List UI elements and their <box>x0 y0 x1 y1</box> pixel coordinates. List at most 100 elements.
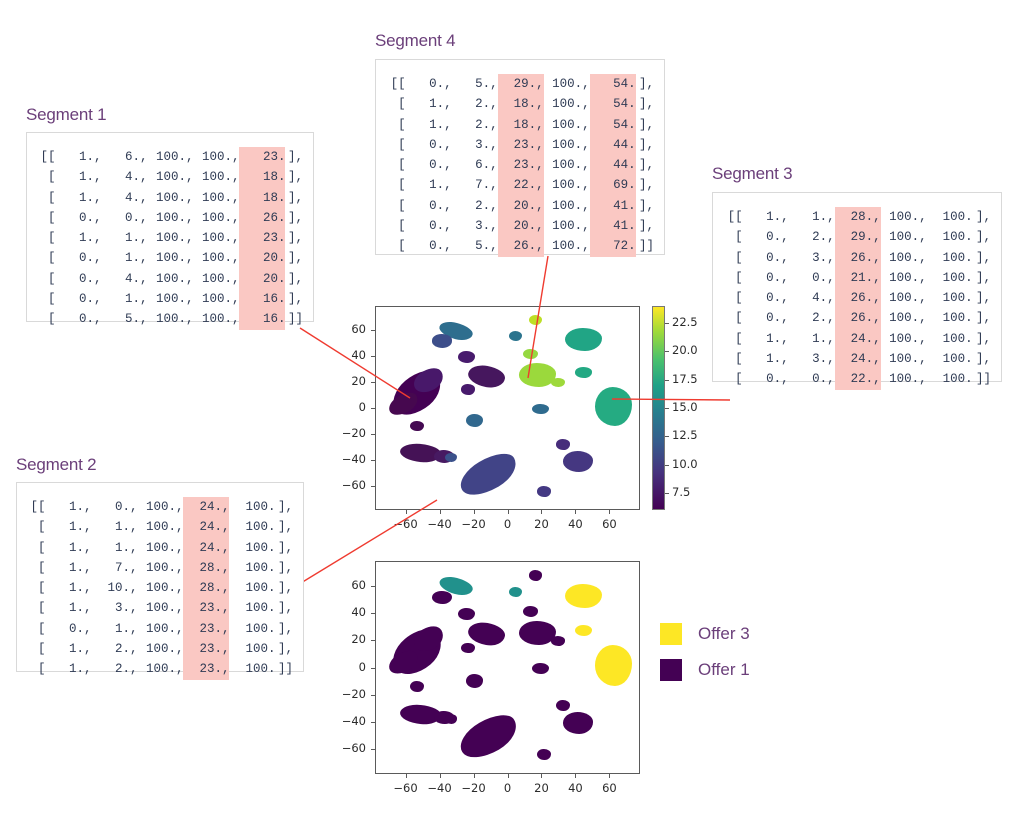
matrix-cell: 100., <box>201 190 240 205</box>
matrix-cell: 3., <box>114 601 138 616</box>
matrix-cell-highlighted: 44. <box>589 155 636 176</box>
y-tick-mark <box>371 585 375 587</box>
matrix-cell-highlighted: 41. <box>589 195 636 217</box>
matrix-cell: 1., <box>68 500 92 514</box>
matrix-cell: 5., <box>475 77 498 91</box>
matrix-cell-highlighted: 20., <box>497 216 544 237</box>
x-tick-label: 60 <box>602 781 617 795</box>
matrix-cell: 100., <box>552 239 590 254</box>
colorbar-tick-mark <box>665 408 669 409</box>
cluster-blob <box>444 452 457 462</box>
cluster-blob <box>562 712 594 735</box>
matrix-cell: 2., <box>812 230 835 245</box>
table-row: [1.,3.,100.,23.,100.], <box>27 598 293 619</box>
x-tick-label: −60 <box>393 781 418 795</box>
matrix-cell-highlighted: 23. <box>239 147 286 168</box>
y-tick-mark <box>371 460 375 462</box>
x-tick-mark <box>609 510 611 514</box>
y-tick-label: −40 <box>341 452 366 467</box>
row-open-bracket: [ <box>30 642 46 657</box>
y-tick-label: −40 <box>341 714 366 729</box>
matrix-cell: 1., <box>429 97 452 112</box>
segment-1-title: Segment 1 <box>26 105 107 124</box>
x-tick-mark <box>575 774 577 778</box>
y-tick-mark <box>371 640 375 642</box>
matrix-cell: 4., <box>812 291 835 306</box>
matrix-cell: 1., <box>124 292 148 307</box>
row-open-bracket: [ <box>40 292 56 307</box>
matrix-cell: 100., <box>155 190 194 205</box>
matrix-cell-highlighted: 18., <box>497 114 544 135</box>
x-tick-mark <box>541 774 543 778</box>
matrix-cell: 100., <box>145 500 184 514</box>
table-row: [0.,3.,26.,100.,100.], <box>723 247 991 268</box>
matrix-cell: 1., <box>124 231 148 246</box>
legend-item-1[interactable]: Offer 3 <box>660 623 750 645</box>
row-open-bracket: [ <box>40 170 56 185</box>
matrix-cell-highlighted: 29., <box>834 227 881 248</box>
matrix-cell: 10., <box>107 581 138 596</box>
segment-1-matrix-table: [[1.,6.,100.,100.,23.], [1.,4.,100.,100.… <box>37 147 303 330</box>
segment-1-matrix-box: [[1.,6.,100.,100.,23.], [1.,4.,100.,100.… <box>26 132 314 330</box>
cluster-blob <box>537 749 551 760</box>
matrix-cell: 3., <box>475 137 498 152</box>
row-close-bracket: ], <box>975 210 991 224</box>
matrix-cell-highlighted: 23., <box>183 639 230 660</box>
matrix-cell: 100., <box>889 331 927 346</box>
matrix-cell: 100. <box>942 311 973 326</box>
row-close-bracket: ], <box>975 250 991 265</box>
colorbar-tick-mark <box>665 464 669 466</box>
table-row: [1.,2.,100.,23.,100.], <box>27 639 293 660</box>
table-row: [1.,2.,18.,100.,54.], <box>386 94 654 115</box>
colorbar <box>652 306 665 510</box>
row-close-bracket: ], <box>975 352 991 367</box>
matrix-cell: 100., <box>201 210 240 225</box>
row-close-bracket: ], <box>277 520 293 535</box>
cluster-blob <box>522 605 539 617</box>
table-row: [0.,2.,29.,100.,100.], <box>723 227 991 248</box>
matrix-cell: 100., <box>155 271 194 286</box>
x-tick-mark <box>507 774 509 778</box>
matrix-cell: 0., <box>78 271 102 286</box>
row-open-bracket: [[ <box>30 500 46 514</box>
row-close-bracket: ], <box>975 331 991 346</box>
matrix-cell-highlighted: 72. <box>589 236 636 257</box>
matrix-cell-highlighted: 28., <box>834 207 881 228</box>
table-row: [0.,1.,100.,23.,100.], <box>27 618 293 640</box>
legend-item-2[interactable]: Offer 1 <box>660 659 750 681</box>
matrix-cell: 100. <box>245 500 276 514</box>
matrix-cell: 1., <box>429 117 452 132</box>
matrix-cell: 0., <box>429 77 452 91</box>
x-tick-label: 20 <box>534 517 549 531</box>
matrix-cell: 3., <box>812 352 835 367</box>
x-tick-label: 40 <box>568 781 583 795</box>
table-row: [[0.,5.,29.,100.,54.], <box>386 74 654 95</box>
matrix-cell-highlighted: 41. <box>589 216 636 237</box>
x-tick-mark <box>439 774 441 778</box>
colorbar-tick-mark <box>665 323 669 324</box>
x-tick-label: −20 <box>461 517 486 531</box>
matrix-cell: 100., <box>552 97 590 112</box>
colorbar-tick-mark <box>665 379 669 381</box>
matrix-cell-highlighted: 24., <box>183 537 230 558</box>
row-open-bracket: [ <box>390 97 406 112</box>
table-row: [0.,3.,23.,100.,44.], <box>386 134 654 156</box>
y-tick-label: 0 <box>358 400 366 414</box>
matrix-cell-highlighted: 18., <box>497 94 544 115</box>
matrix-cell-highlighted: 54. <box>589 94 636 115</box>
table-row: [1.,7.,100.,28.,100.], <box>27 557 293 579</box>
x-tick-mark <box>473 774 475 778</box>
segment-4-title: Segment 4 <box>375 31 456 50</box>
matrix-cell-highlighted: 22., <box>834 369 881 390</box>
matrix-cell: 1., <box>766 210 789 224</box>
cluster-blob <box>409 420 424 432</box>
matrix-cell: 100. <box>942 372 973 387</box>
matrix-cell: 100. <box>942 291 973 306</box>
x-tick-label: 60 <box>602 517 617 531</box>
colorbar-tick-label: 15.0 <box>672 400 698 414</box>
table-row: [0.,2.,20.,100.,41.], <box>386 195 654 217</box>
segment-4-matrix-table: [[0.,5.,29.,100.,54.], [1.,2.,18.,100.,5… <box>386 74 654 257</box>
row-open-bracket: [ <box>30 520 46 535</box>
matrix-cell: 100., <box>145 662 184 677</box>
